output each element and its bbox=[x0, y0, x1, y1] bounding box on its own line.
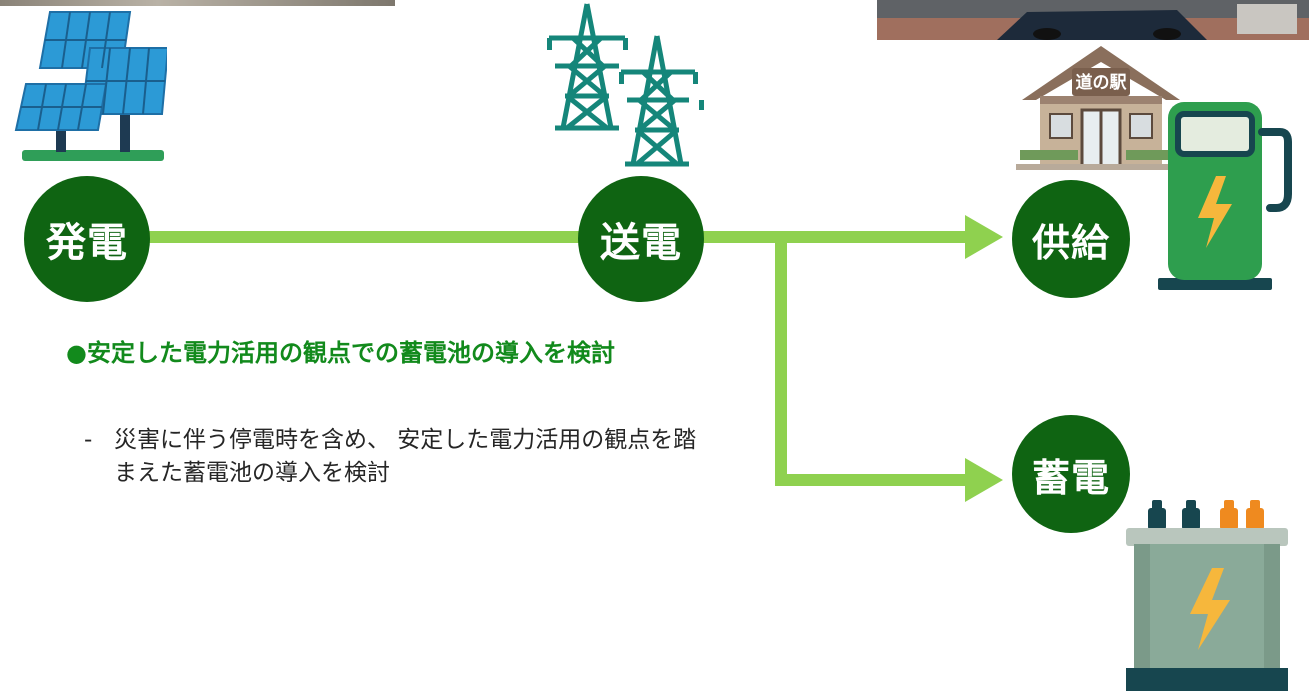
note-heading: ●安定した電力活用の観点での蓄電池の導入を検討 bbox=[66, 339, 615, 367]
node-transmission: 送電 bbox=[578, 176, 704, 302]
line-branch-storage bbox=[775, 474, 980, 486]
photo-strip-left bbox=[0, 0, 395, 6]
node-supply-label: 供給 bbox=[1031, 220, 1110, 265]
roadside-station-icon bbox=[1016, 38, 1186, 170]
line-generation-transmission bbox=[140, 231, 610, 243]
node-transmission-label: 送電 bbox=[600, 220, 682, 266]
photo-strip-right bbox=[877, 0, 1309, 40]
node-storage: 蓄電 bbox=[1012, 415, 1130, 533]
solar-panel-icon bbox=[12, 8, 170, 163]
roadside-station-sign: 道の駅 bbox=[1072, 70, 1130, 96]
note-detail-item: - 災害に伴う停電時を含め、 安定した電力活用の観点を踏まえた蓄電池の導入を検討 bbox=[84, 424, 704, 490]
arrow-supply bbox=[965, 215, 1003, 259]
node-supply: 供給 bbox=[1012, 180, 1130, 298]
roadside-station-sign-label: 道の駅 bbox=[1075, 73, 1127, 93]
note-detail-marker: - bbox=[84, 427, 93, 453]
line-transmission-supply bbox=[690, 231, 980, 243]
arrow-storage bbox=[965, 458, 1003, 502]
battery-icon bbox=[1126, 494, 1288, 691]
note-detail-text: 災害に伴う停電時を含め、 安定した電力活用の観点を踏まえた蓄電池の導入を検討 bbox=[114, 427, 697, 486]
node-generation-label: 発電 bbox=[46, 220, 128, 266]
node-generation: 発電 bbox=[24, 176, 150, 302]
ev-charger-icon bbox=[1156, 96, 1296, 290]
transmission-tower-icon bbox=[545, 0, 715, 168]
line-branch-vertical bbox=[775, 231, 787, 486]
node-storage-label: 蓄電 bbox=[1031, 455, 1110, 500]
